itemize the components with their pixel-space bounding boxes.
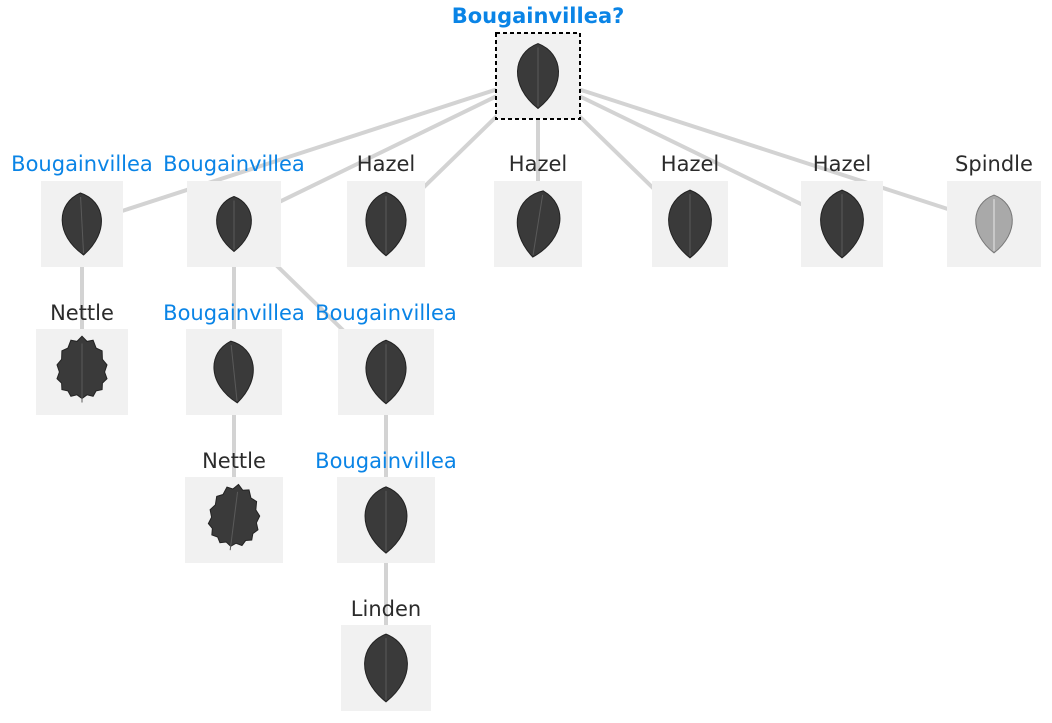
- leaf-icon: [365, 191, 407, 257]
- leaf-icon: [365, 339, 407, 405]
- serrated-leaf-icon: [207, 483, 261, 551]
- tree-node[interactable]: Hazel: [652, 152, 728, 267]
- node-label: Hazel: [813, 152, 871, 176]
- node-label: Linden: [351, 597, 421, 621]
- tree-node[interactable]: Bougainvillea: [315, 301, 457, 415]
- node-label: Bougainvillea: [163, 152, 305, 176]
- node-label: Hazel: [661, 152, 719, 176]
- tree-edge: [80, 74, 540, 226]
- node-label: Bougainvillea: [315, 301, 457, 325]
- leaf-icon: [213, 340, 254, 404]
- leaf-icon: [820, 189, 864, 259]
- tree-node[interactable]: Nettle: [36, 301, 128, 415]
- node-label: Nettle: [50, 301, 114, 325]
- tree-node[interactable]: Bougainvillea: [163, 301, 305, 415]
- tree-node[interactable]: Bougainvillea: [163, 152, 305, 267]
- root-node[interactable]: Bougainvillea?: [452, 4, 625, 120]
- leaf-icon: [975, 194, 1013, 254]
- node-label: Bougainvillea: [163, 301, 305, 325]
- tree-node[interactable]: Spindle: [947, 152, 1041, 267]
- leaf-icon: [668, 189, 712, 259]
- tree-edge: [232, 74, 540, 226]
- tree-node[interactable]: Bougainvillea: [11, 152, 153, 267]
- node-label: Hazel: [509, 152, 567, 176]
- tree-node[interactable]: Hazel: [347, 152, 425, 267]
- leaf-icon: [516, 190, 561, 258]
- tree-edge: [536, 74, 844, 226]
- leaf-icon: [61, 192, 102, 256]
- root-label: Bougainvillea?: [452, 4, 625, 28]
- node-label: Spindle: [955, 152, 1033, 176]
- node-label: Bougainvillea: [315, 449, 457, 473]
- leaf-icon: [364, 633, 408, 703]
- node-label: Nettle: [202, 449, 266, 473]
- tree-edge: [536, 74, 996, 226]
- tree-node[interactable]: Nettle: [185, 449, 283, 563]
- query-highlight-box: [495, 32, 581, 120]
- tree-node[interactable]: Bougainvillea: [315, 449, 457, 563]
- serrated-leaf-icon: [56, 335, 108, 403]
- tree-node[interactable]: Hazel: [801, 152, 883, 267]
- leaf-icon: [517, 43, 559, 110]
- tree-node[interactable]: Linden: [341, 597, 431, 711]
- node-label: Hazel: [357, 152, 415, 176]
- leaf-icon: [216, 195, 252, 253]
- tree-node[interactable]: Hazel: [494, 152, 582, 267]
- leaf-icon: [364, 486, 408, 554]
- node-label: Bougainvillea: [11, 152, 153, 176]
